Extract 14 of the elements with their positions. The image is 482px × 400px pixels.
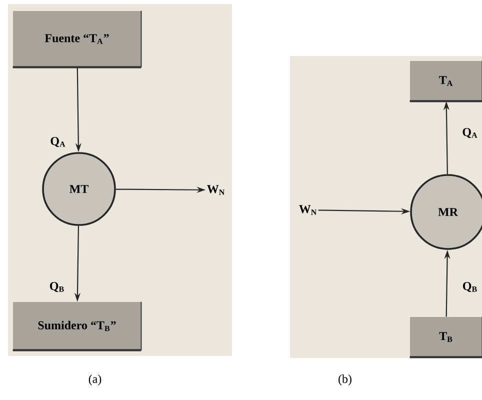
circle-node: MT [42,152,116,226]
node-label: W$_{N}$ [299,205,317,215]
edge-label: Q$_{B}$ [50,282,64,292]
edge-label: Q$_{A}$ [462,128,478,138]
box: Fuente “T$_{A}$” [12,10,142,68]
panel-caption: (b) [338,374,352,386]
box: Sumidero “T$_{B}$” [12,302,142,352]
box: T$_{B}$ [410,316,482,358]
edge-label: Q$_{B}$ [463,282,477,292]
box: T$_{A}$ [410,60,482,102]
node-label: W$_{N}$ [207,185,225,195]
circle-node: MR [410,174,482,250]
edge-label: Q$_{A}$ [50,137,66,147]
panel-caption: (a) [88,374,102,386]
